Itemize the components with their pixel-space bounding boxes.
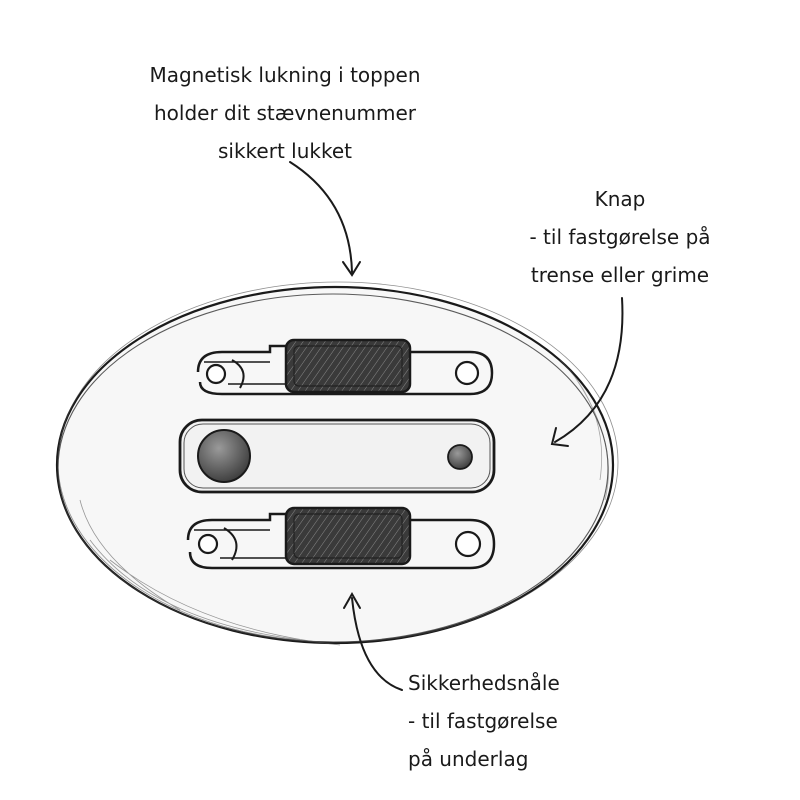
callout-line: Magnetisk lukning i toppen [149, 63, 421, 87]
magnet-block-bottom [284, 506, 412, 566]
callout-line: på underlag [408, 747, 529, 771]
callout-button: Knap - til fastgørelse på trense eller g… [500, 180, 740, 294]
callout-line: - til fastgørelse på [529, 225, 711, 249]
arrow-bottom [343, 591, 403, 691]
callout-line: trense eller grime [530, 263, 710, 287]
small-button-icon [447, 444, 473, 470]
callout-magnetic-closure: Magnetisk lukning i toppen holder dit st… [100, 56, 470, 170]
callout-line: sikkert lukket [218, 139, 352, 163]
large-button-icon [197, 429, 251, 483]
pin-loop-icon [205, 363, 227, 385]
pin-loop-icon [197, 533, 219, 555]
callout-safety-pins: Sikkerhedsnåle - til fastgørelse på unde… [408, 664, 628, 778]
callout-line: holder dit stævnenummer [153, 101, 417, 125]
magnet-block-top [284, 338, 412, 394]
safety-pin-bottom [186, 506, 496, 570]
arrow-top [289, 161, 361, 277]
safety-pin-top [196, 338, 494, 396]
pin-head-icon [454, 530, 482, 558]
arrow-right [550, 297, 624, 447]
pin-head-icon [454, 360, 480, 386]
callout-line: Sikkerhedsnåle [408, 671, 560, 695]
callout-line: Knap [594, 187, 646, 211]
button-strap [178, 418, 496, 494]
callout-line: - til fastgørelse [408, 709, 558, 733]
